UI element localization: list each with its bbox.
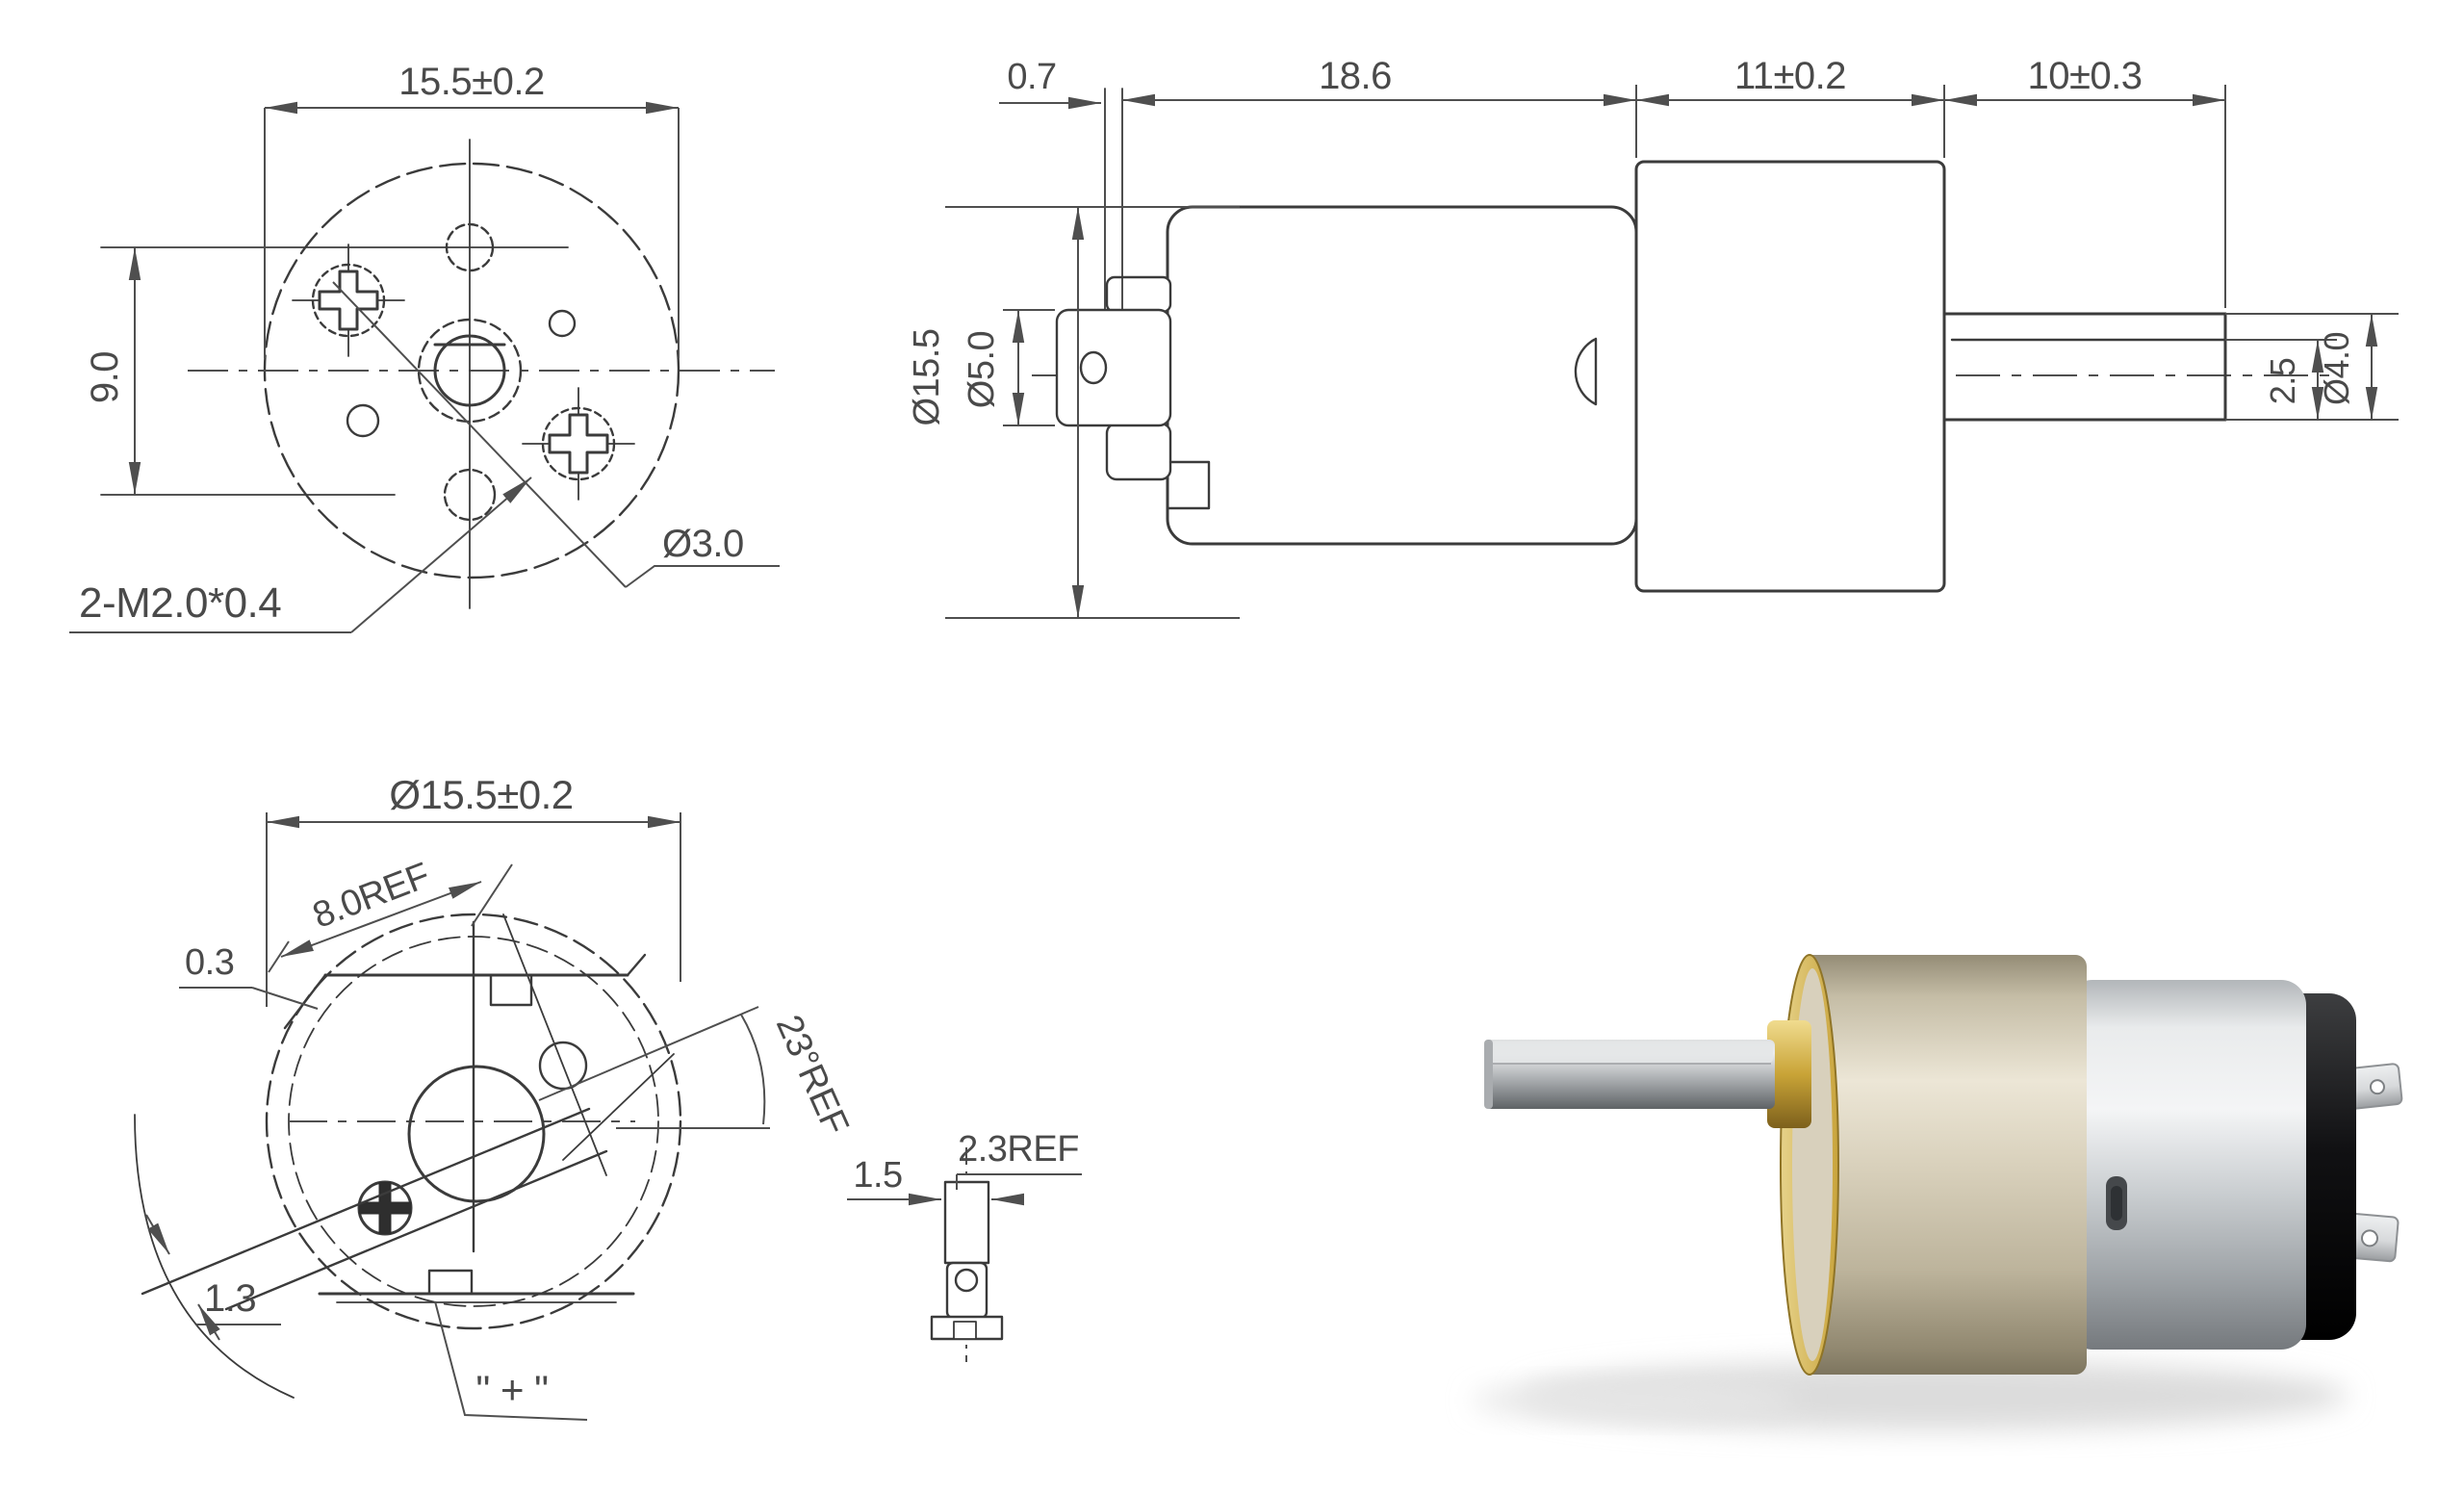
dim-ref-length-label: 8.0REF bbox=[307, 856, 435, 937]
top-chord-chamfer-left bbox=[283, 973, 327, 1030]
motor-body bbox=[1166, 205, 1638, 546]
center-gear-circle bbox=[407, 1065, 546, 1203]
dim-tab-width-label: 1.3 bbox=[204, 1277, 256, 1320]
terminal-detail-view: 1.5 2.3REF bbox=[847, 1129, 1082, 1362]
dim-edge-offset-label: 0.3 bbox=[185, 942, 234, 983]
front-view: 9.0 15.5±0.2 Ø3.0 bbox=[69, 61, 780, 633]
mounting-screws-leader bbox=[350, 476, 532, 633]
terminal-hole bbox=[954, 1268, 979, 1293]
dim-shaft-flat-label: 2.5 bbox=[2263, 358, 2302, 405]
diagonal-inner-right bbox=[562, 1053, 675, 1161]
dim-line-ref-length bbox=[280, 881, 482, 958]
angle-ref-line bbox=[538, 1006, 759, 1101]
motor-bearing-boss bbox=[1574, 337, 1598, 406]
photo-shadow-shaft bbox=[1473, 1381, 1800, 1420]
dim-tab-arrow-b bbox=[197, 1303, 220, 1341]
dim-edge-offset-leader bbox=[251, 987, 319, 1010]
tab-axis-line bbox=[141, 1107, 591, 1296]
bottom-notch bbox=[427, 1269, 474, 1296]
screw-symbol-filled bbox=[357, 1180, 413, 1236]
dim-hole-spacing-label: 9.0 bbox=[84, 351, 126, 403]
polarity-label: " + " bbox=[475, 1367, 548, 1412]
terminal-base-slot bbox=[953, 1321, 977, 1340]
photo-shaft bbox=[1484, 1040, 1775, 1109]
upper-mounting-hole bbox=[445, 222, 495, 272]
dim-tab-arrow-a bbox=[145, 1214, 170, 1255]
gearbox-body bbox=[1634, 160, 1946, 593]
screw-symbol-upper-left bbox=[292, 244, 405, 357]
dim-terminal-ref-label: 2.3REF bbox=[958, 1129, 1079, 1170]
side-view: 0.7 18.6 11±0.2 10±0.3 Ø15.5 Ø5.0 bbox=[907, 55, 2399, 619]
hole-diameter-label: Ø3.0 bbox=[662, 523, 744, 565]
motor-can-arc bbox=[134, 1114, 295, 1399]
gear-face-view: 1.3 0.3 8.0REF 23°REF Ø15.5±0.2 " + " bbox=[134, 772, 856, 1421]
angle-arc bbox=[740, 1014, 766, 1125]
dim-body-diameter-label: Ø15.5 bbox=[907, 328, 947, 425]
dim-outer-width-label: 15.5±0.2 bbox=[398, 61, 544, 103]
product-photo bbox=[1473, 954, 2403, 1430]
output-shaft-hole bbox=[417, 318, 523, 424]
photo-motor-can bbox=[2067, 980, 2306, 1350]
idler-pin-circle bbox=[538, 1041, 588, 1091]
dim-terminal-thickness-label: 0.7 bbox=[1007, 57, 1056, 97]
small-pin-hole-left bbox=[346, 403, 380, 438]
top-chord-chamfer-right bbox=[626, 953, 647, 977]
leader-hole-diameter bbox=[625, 565, 780, 588]
lower-mounting-hole bbox=[443, 468, 497, 522]
polarity-leader bbox=[434, 1300, 588, 1421]
dim-angle-ref-label: 23°REF bbox=[768, 1010, 856, 1141]
small-pin-hole-right bbox=[548, 309, 577, 338]
screw-symbol-lower-right bbox=[522, 387, 635, 501]
dim-motor-length-label: 18.6 bbox=[1319, 55, 1392, 97]
dim-boss-diameter-label: Ø5.0 bbox=[962, 331, 1002, 408]
output-shaft bbox=[1942, 312, 2227, 422]
top-notch bbox=[489, 973, 533, 1007]
tab-axis-line-offset bbox=[224, 1149, 608, 1311]
diagonal-through-pin bbox=[502, 913, 607, 1176]
dim-terminal-width-label: 1.5 bbox=[853, 1155, 902, 1196]
photo-brass-collar bbox=[1767, 1020, 1811, 1128]
dim-gearbox-length-label: 11±0.2 bbox=[1734, 55, 1846, 97]
terminal-tab-upper bbox=[943, 1180, 990, 1265]
ext-ref-left-tick bbox=[268, 940, 290, 973]
dim-face-diameter-label: Ø15.5±0.2 bbox=[389, 772, 573, 817]
photo-gearbox-body bbox=[1802, 955, 2087, 1375]
photo-vent-slot-inner bbox=[2111, 1186, 2122, 1221]
dim-shaft-length-label: 10±0.3 bbox=[2027, 55, 2142, 97]
dim-shaft-diameter-label: Ø4.0 bbox=[2317, 332, 2356, 405]
mounting-screws-label: 2-M2.0*0.4 bbox=[79, 579, 281, 627]
rear-terminal-bracket bbox=[1055, 88, 1172, 481]
leader-diagonal bbox=[332, 281, 627, 588]
motor-face-notch bbox=[1166, 460, 1211, 510]
